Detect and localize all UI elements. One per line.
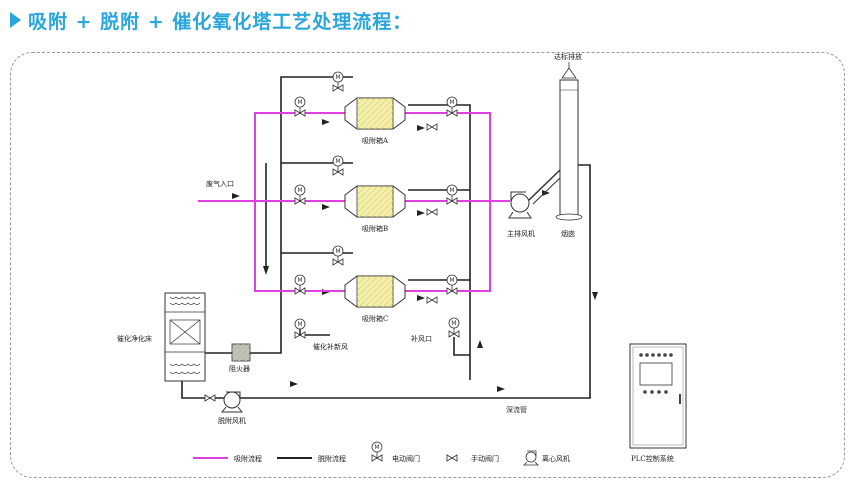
- label-box-c: 吸附箱C: [362, 314, 388, 323]
- diagram-labels: 废气入口 吸附箱A 吸附箱B 吸附箱C 主排风机 烟囱 达标排放 催化净化床 阻…: [117, 52, 674, 463]
- adsorption-box-b: [344, 185, 406, 218]
- label-catalytic-bed: 催化净化床: [117, 334, 152, 343]
- desorption-fan: [220, 391, 244, 413]
- label-main-fan: 主排风机: [507, 229, 535, 238]
- plc-cabinet: [629, 343, 687, 449]
- legend-adsorption-label: 吸附流程: [234, 454, 262, 463]
- main-fan: [508, 169, 563, 219]
- label-box-b: 吸附箱B: [362, 224, 388, 233]
- legend-electric-valve-label: 电动阀门: [392, 454, 420, 463]
- legend: 吸附流程 脱附流程 电动阀门 手动阀门 离心风机: [193, 441, 570, 466]
- title-arrow-icon: [10, 12, 21, 28]
- adsorption-box-a: [344, 97, 406, 130]
- legend-manual-valve-label: 手动阀门: [471, 454, 499, 463]
- adsorption-box-c: [344, 275, 406, 308]
- catalytic-bed: [164, 292, 206, 382]
- label-cooling-pipe: 深流管: [506, 405, 527, 414]
- chimney: [555, 62, 583, 221]
- legend-manual-valve-icon: [446, 454, 458, 462]
- label-plc: PLC控制系统: [631, 454, 674, 463]
- page-title: 吸附 + 脱附 + 催化氧化塔工艺处理流程：: [10, 6, 412, 34]
- label-air-inlet: 补风口: [411, 334, 432, 343]
- title-text: 吸附 + 脱附 + 催化氧化塔工艺处理流程：: [28, 10, 413, 33]
- legend-centrifugal-fan-icon: [523, 450, 539, 466]
- label-exhaust-inlet: 废气入口: [206, 179, 234, 188]
- flow-arrows: [232, 118, 598, 392]
- legend-electric-valve-icon: [371, 441, 383, 462]
- label-box-a: 吸附箱A: [362, 136, 389, 145]
- label-chimney: 烟囱: [561, 229, 575, 238]
- legend-centrifugal-fan-label: 离心风机: [542, 454, 570, 463]
- label-make-up-air: 催化补新风: [313, 342, 348, 351]
- flame-arrester: [231, 343, 251, 362]
- diagram-frame: [10, 52, 845, 478]
- label-desorption-fan: 脱附风机: [218, 416, 246, 425]
- label-flame-arrester: 阻火器: [229, 364, 250, 373]
- legend-desorption-label: 脱附流程: [318, 454, 346, 463]
- label-emission: 达标排放: [554, 52, 582, 61]
